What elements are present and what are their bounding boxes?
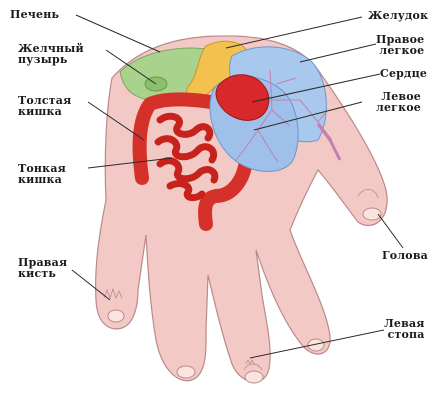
- label-small-intestine: Тонкая кишка: [18, 163, 66, 185]
- label-heart: Сердце: [380, 68, 427, 79]
- label-left-lung: Левое легкое: [376, 91, 421, 113]
- label-head: Голова: [382, 250, 428, 261]
- nail-finger-2: [177, 366, 195, 378]
- nail-finger-1: [108, 310, 124, 322]
- leader-liver: [76, 15, 160, 52]
- label-liver: Печень: [10, 9, 59, 20]
- label-stomach: Желудок: [368, 10, 428, 21]
- leader-head: [378, 214, 403, 248]
- label-large-intestine: Толстая кишка: [18, 95, 71, 117]
- nail-finger-3: [245, 371, 263, 383]
- label-gallbladder: Желчный пузырь: [18, 43, 84, 65]
- label-right-lung: Правое легкое: [376, 34, 424, 56]
- leader-stomach: [226, 17, 362, 48]
- label-left-foot: Левая стопа: [384, 318, 425, 340]
- leader-right-lung: [300, 44, 376, 62]
- label-right-hand: Правая кисть: [18, 257, 67, 279]
